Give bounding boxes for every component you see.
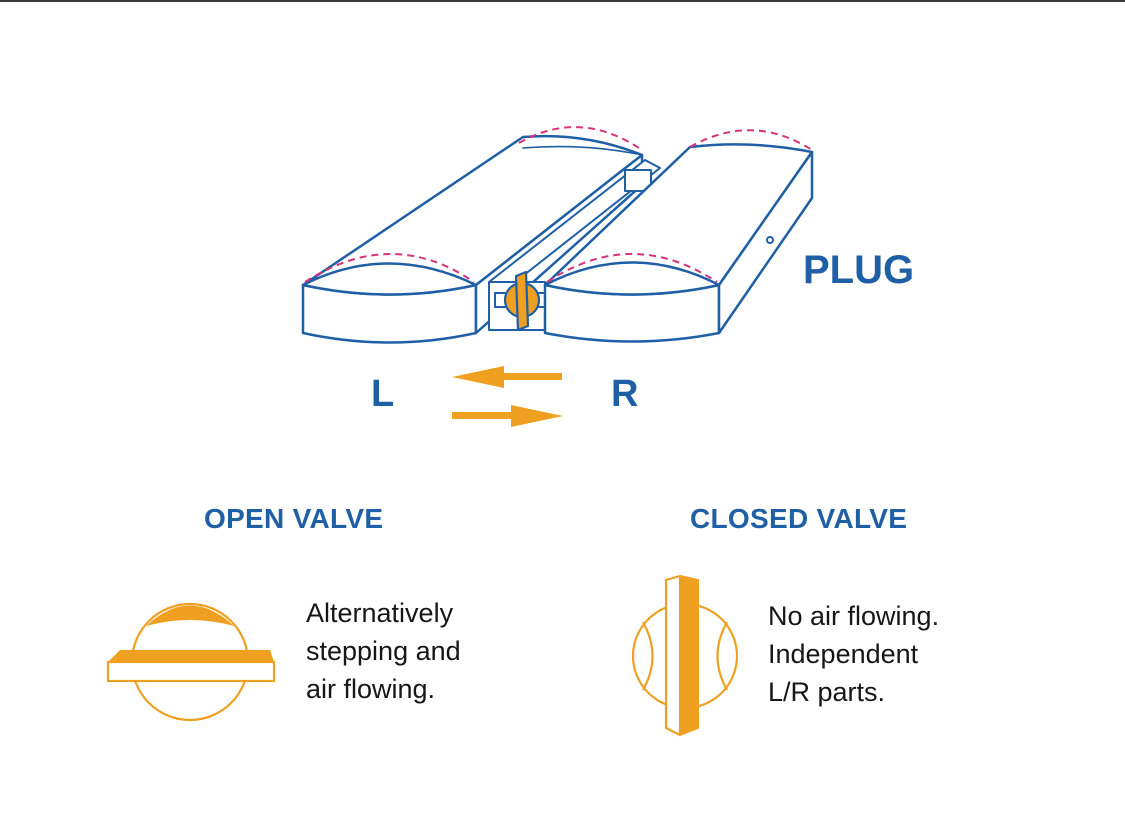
- right-pad-inflation-back: [689, 129, 813, 151]
- open-valve-description: Alternatively stepping and air flowing.: [306, 594, 461, 708]
- left-label: L: [371, 373, 395, 415]
- top-border: [0, 0, 1125, 2]
- closed-valve-desc-line: No air flowing.: [768, 601, 940, 631]
- open-valve-desc-line: stepping and: [306, 636, 461, 666]
- flow-arrow-left: [452, 366, 562, 388]
- open-valve-title: OPEN VALVE: [204, 503, 384, 534]
- closed-valve-desc-line: L/R parts.: [768, 677, 886, 707]
- right-pad-inflation-front: [546, 253, 718, 283]
- closed-valve-title: CLOSED VALVE: [690, 503, 908, 534]
- right-label: R: [611, 373, 639, 415]
- open-valve-desc-line: air flowing.: [306, 674, 436, 704]
- closed-valve-desc-line: Independent: [768, 639, 919, 669]
- flow-arrow-right: [452, 405, 563, 427]
- plug-hole: [766, 236, 774, 244]
- right-pad: [543, 143, 814, 343]
- open-valve-desc-line: Alternatively: [306, 598, 454, 628]
- left-pad-inflation-front: [304, 253, 475, 283]
- left-pad-inflation-back: [518, 126, 643, 151]
- open-valve-icon: [106, 602, 276, 722]
- closed-valve-icon: [631, 574, 739, 737]
- closed-valve-description: No air flowing. Independent L/R parts.: [768, 597, 939, 711]
- pad-valve: [494, 270, 548, 332]
- plug-label: PLUG: [803, 248, 915, 292]
